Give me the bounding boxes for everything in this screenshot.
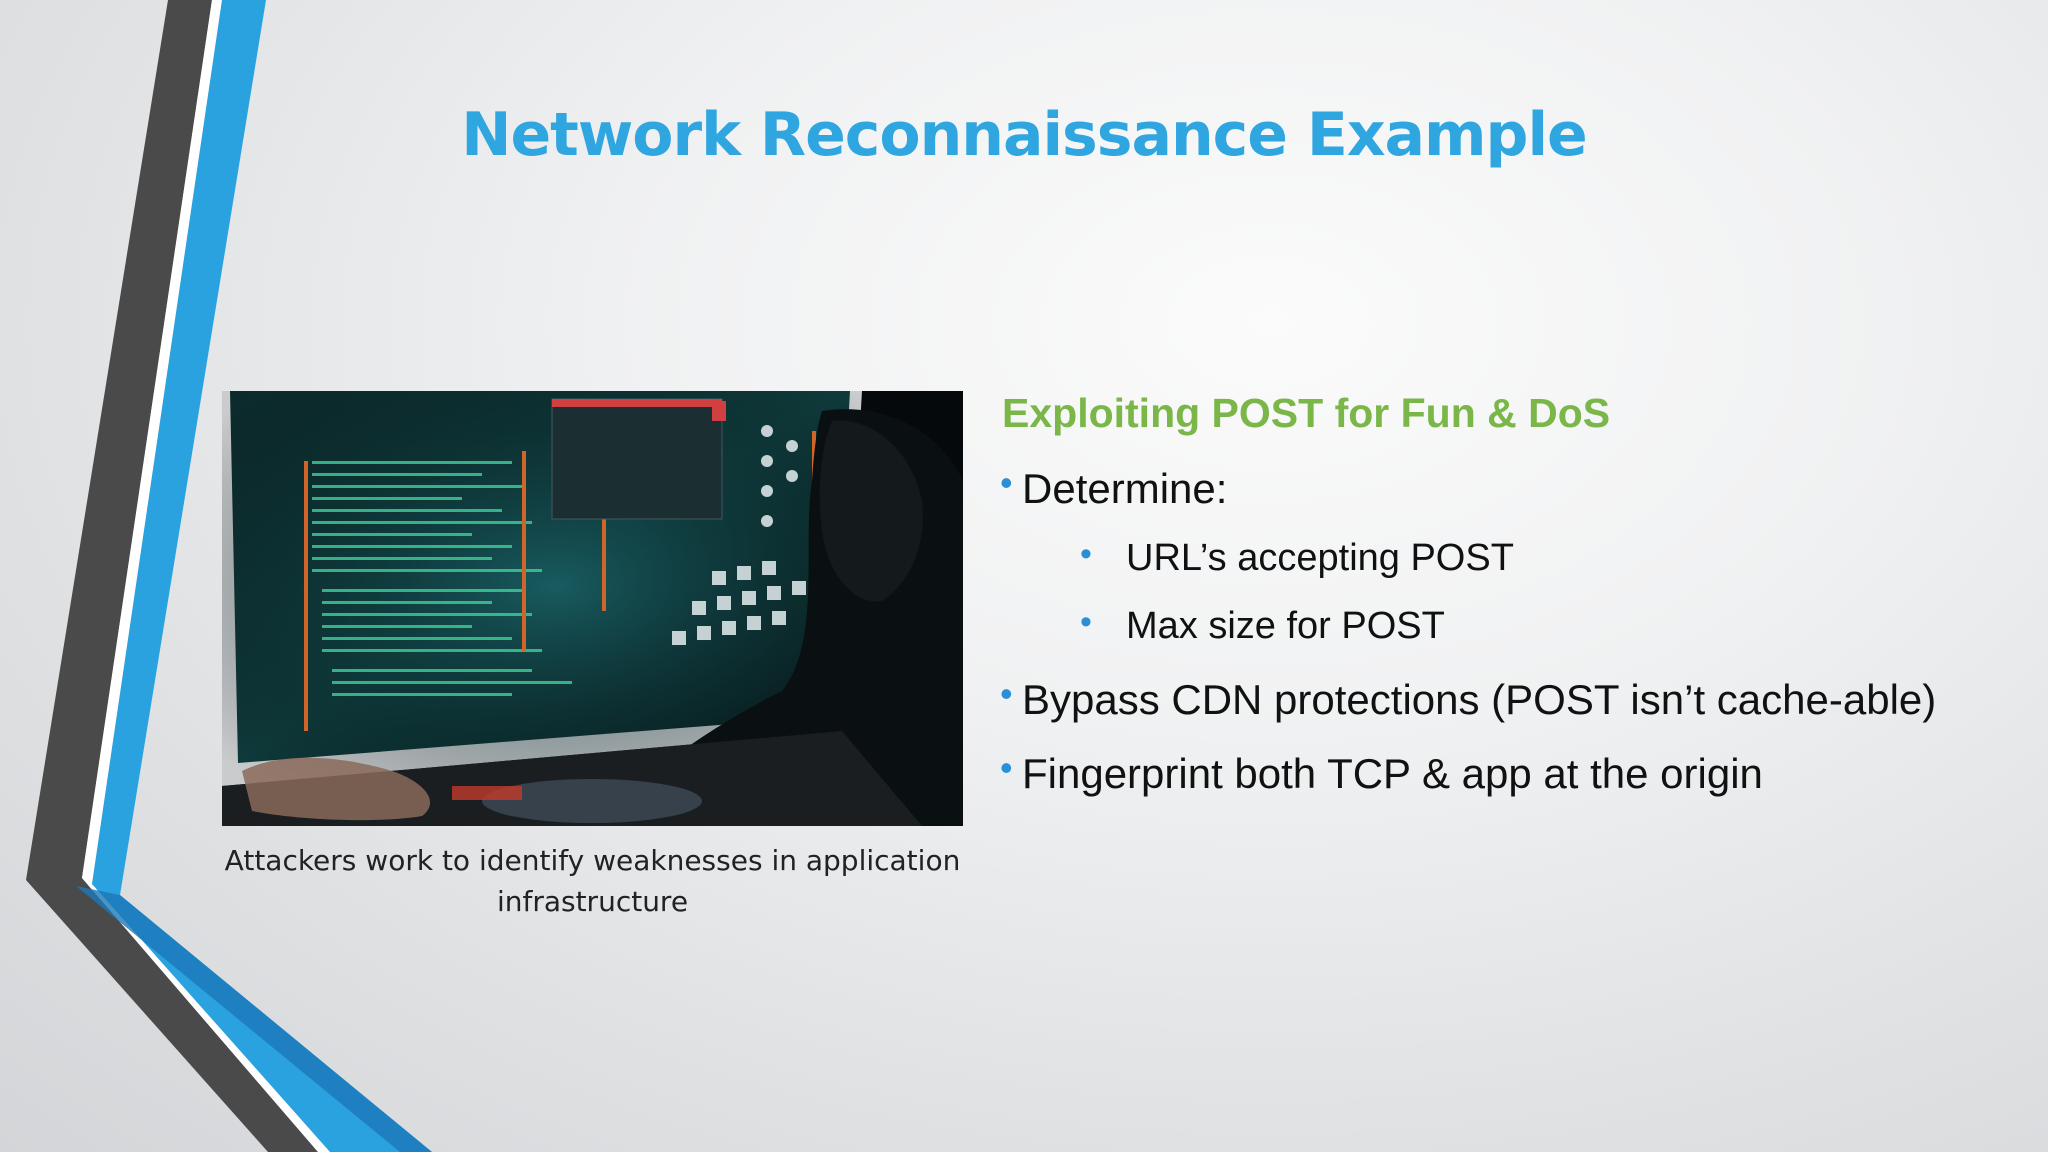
- bullet-text: Bypass CDN protections (POST isn’t cache…: [1022, 676, 1937, 723]
- stripe-shadow: [76, 886, 432, 1152]
- bullet-marker: •: [1080, 603, 1092, 641]
- bullet-text: Determine:: [1022, 465, 1228, 512]
- bullet-text: Max size for POST: [1126, 605, 1445, 647]
- bullet-text: URL’s accepting POST: [1126, 537, 1514, 579]
- bullet-marker: •: [1000, 747, 1013, 788]
- hacker-photo: [222, 391, 963, 826]
- bullet-text: Fingerprint both TCP & app at the origin: [1022, 750, 1763, 797]
- bullet-marker: •: [1000, 462, 1013, 503]
- image-caption: Attackers work to identify weaknesses in…: [224, 844, 961, 918]
- subheading: Exploiting POST for Fun & DoS: [1002, 390, 1611, 436]
- bullet-marker: •: [1000, 673, 1013, 714]
- stripe-dark: [26, 0, 318, 1152]
- stripe-blue: [92, 0, 432, 1152]
- stripe-white: [82, 0, 330, 1152]
- slide-title: Network Reconnaissance Example: [461, 100, 1587, 170]
- bullet-marker: •: [1080, 535, 1092, 573]
